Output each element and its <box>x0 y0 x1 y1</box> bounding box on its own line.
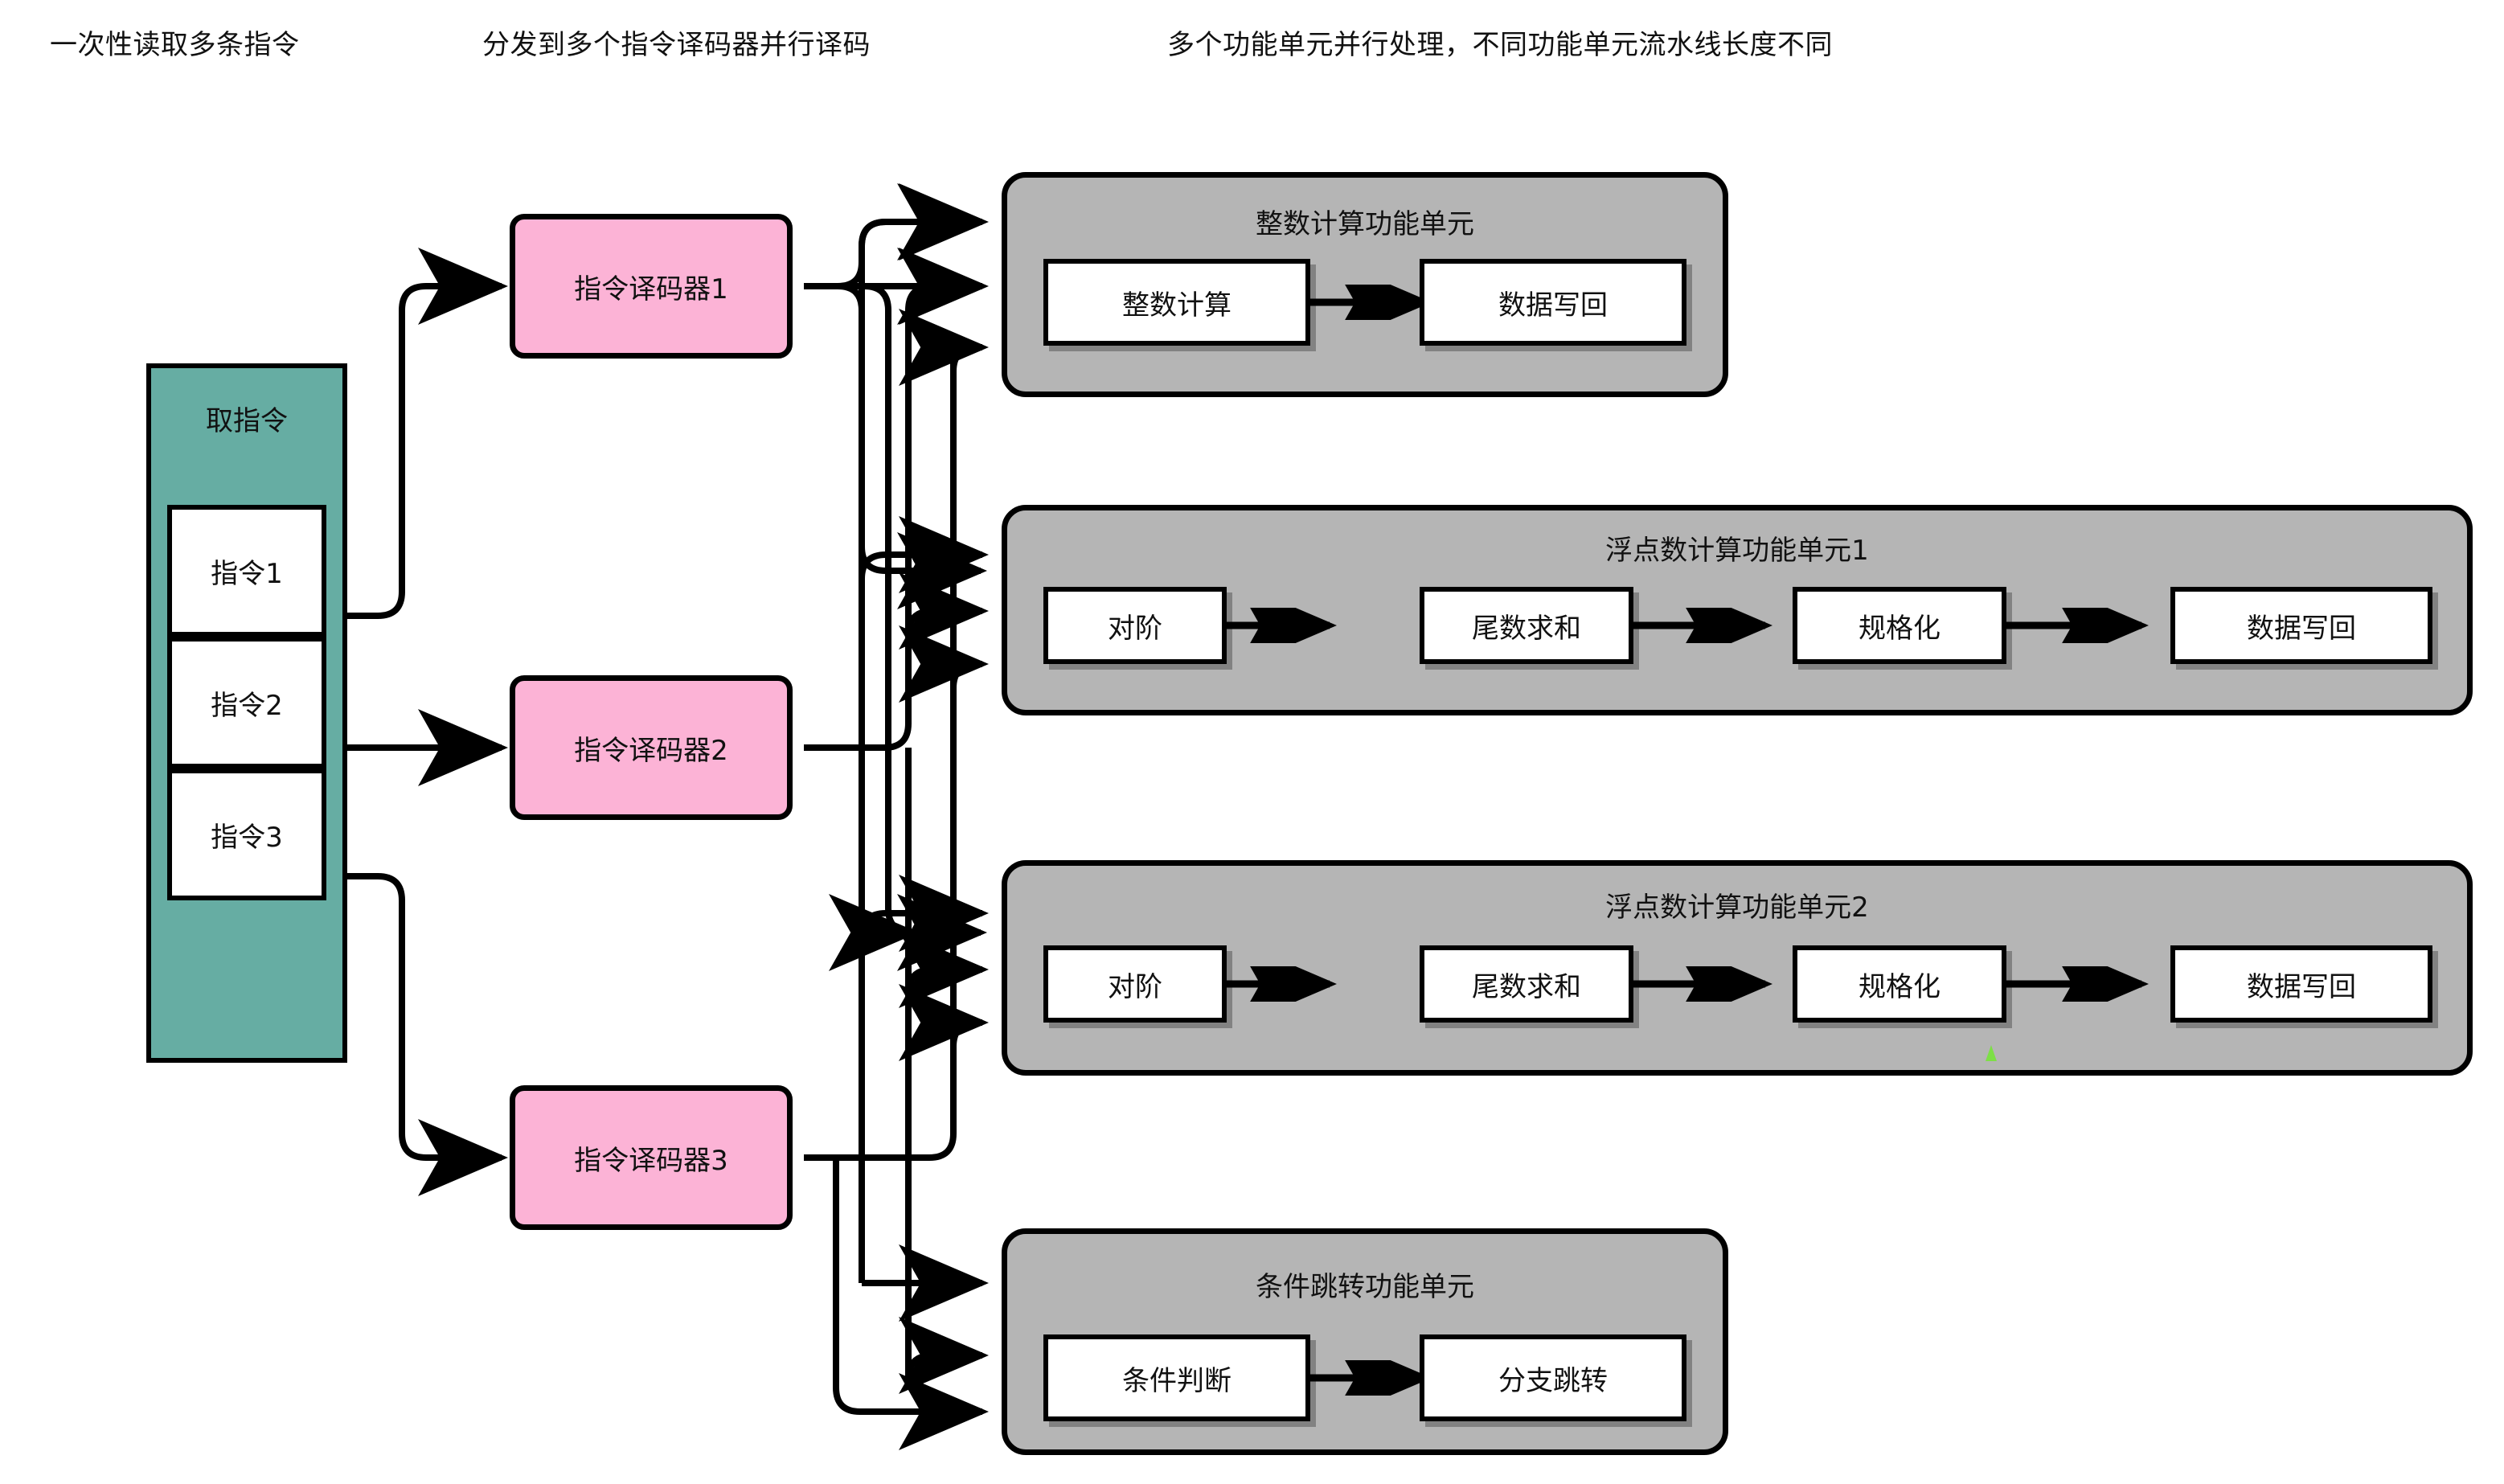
arrow-integer-1 <box>1310 285 1432 320</box>
header-caption-execute: 多个功能单元并行处理，不同功能单元流水线长度不同 <box>1167 29 1833 61</box>
arrow-fp2-3 <box>2006 966 2149 1002</box>
instruction-item-2[interactable]: 指令2 <box>167 637 326 769</box>
functional-unit-float-1-title: 浮点数计算功能单元1 <box>1605 535 1869 567</box>
stage-fp2-mantissa-sum[interactable]: 尾数求和 <box>1420 945 1633 1023</box>
stage-fp1-mantissa-sum[interactable]: 尾数求和 <box>1420 587 1633 664</box>
functional-unit-integer-title: 整数计算功能单元 <box>1256 208 1474 240</box>
stage-fp1-align[interactable]: 对阶 <box>1043 587 1227 664</box>
header-caption-fetch: 一次性读取多条指令 <box>50 29 300 61</box>
functional-unit-branch-title: 条件跳转功能单元 <box>1256 1271 1474 1303</box>
header-caption-decode: 分发到多个指令译码器并行译码 <box>482 29 871 61</box>
stage-fp1-writeback[interactable]: 数据写回 <box>2170 587 2432 664</box>
stage-fp2-normalize[interactable]: 规格化 <box>1793 945 2006 1023</box>
arrow-fp1-2 <box>1633 608 1772 643</box>
instruction-decoder-2[interactable]: 指令译码器2 <box>510 675 793 820</box>
arrow-fp2-1 <box>1227 966 1337 1002</box>
functional-unit-float-2-title: 浮点数计算功能单元2 <box>1605 892 1869 924</box>
stage-branch-jump[interactable]: 分支跳转 <box>1420 1334 1686 1421</box>
instruction-decoder-1[interactable]: 指令译码器1 <box>510 214 793 359</box>
fetch-stage-title: 取指令 <box>206 405 288 437</box>
stage-fp2-align[interactable]: 对阶 <box>1043 945 1227 1023</box>
arrow-fp1-3 <box>2006 608 2149 643</box>
stage-integer-writeback[interactable]: 数据写回 <box>1420 259 1686 346</box>
instruction-item-3[interactable]: 指令3 <box>167 769 326 900</box>
stage-fp2-writeback[interactable]: 数据写回 <box>2170 945 2432 1023</box>
stage-integer-compute[interactable]: 整数计算 <box>1043 259 1310 346</box>
instruction-item-1[interactable]: 指令1 <box>167 505 326 637</box>
arrow-fp2-2 <box>1633 966 1772 1002</box>
arrow-branch-1 <box>1310 1360 1432 1396</box>
stage-branch-condition[interactable]: 条件判断 <box>1043 1334 1310 1421</box>
stage-fp1-normalize[interactable]: 规格化 <box>1793 587 2006 664</box>
instruction-decoder-3[interactable]: 指令译码器3 <box>510 1085 793 1230</box>
arrow-fp1-1 <box>1227 608 1337 643</box>
mouse-cursor <box>1986 1045 1997 1061</box>
